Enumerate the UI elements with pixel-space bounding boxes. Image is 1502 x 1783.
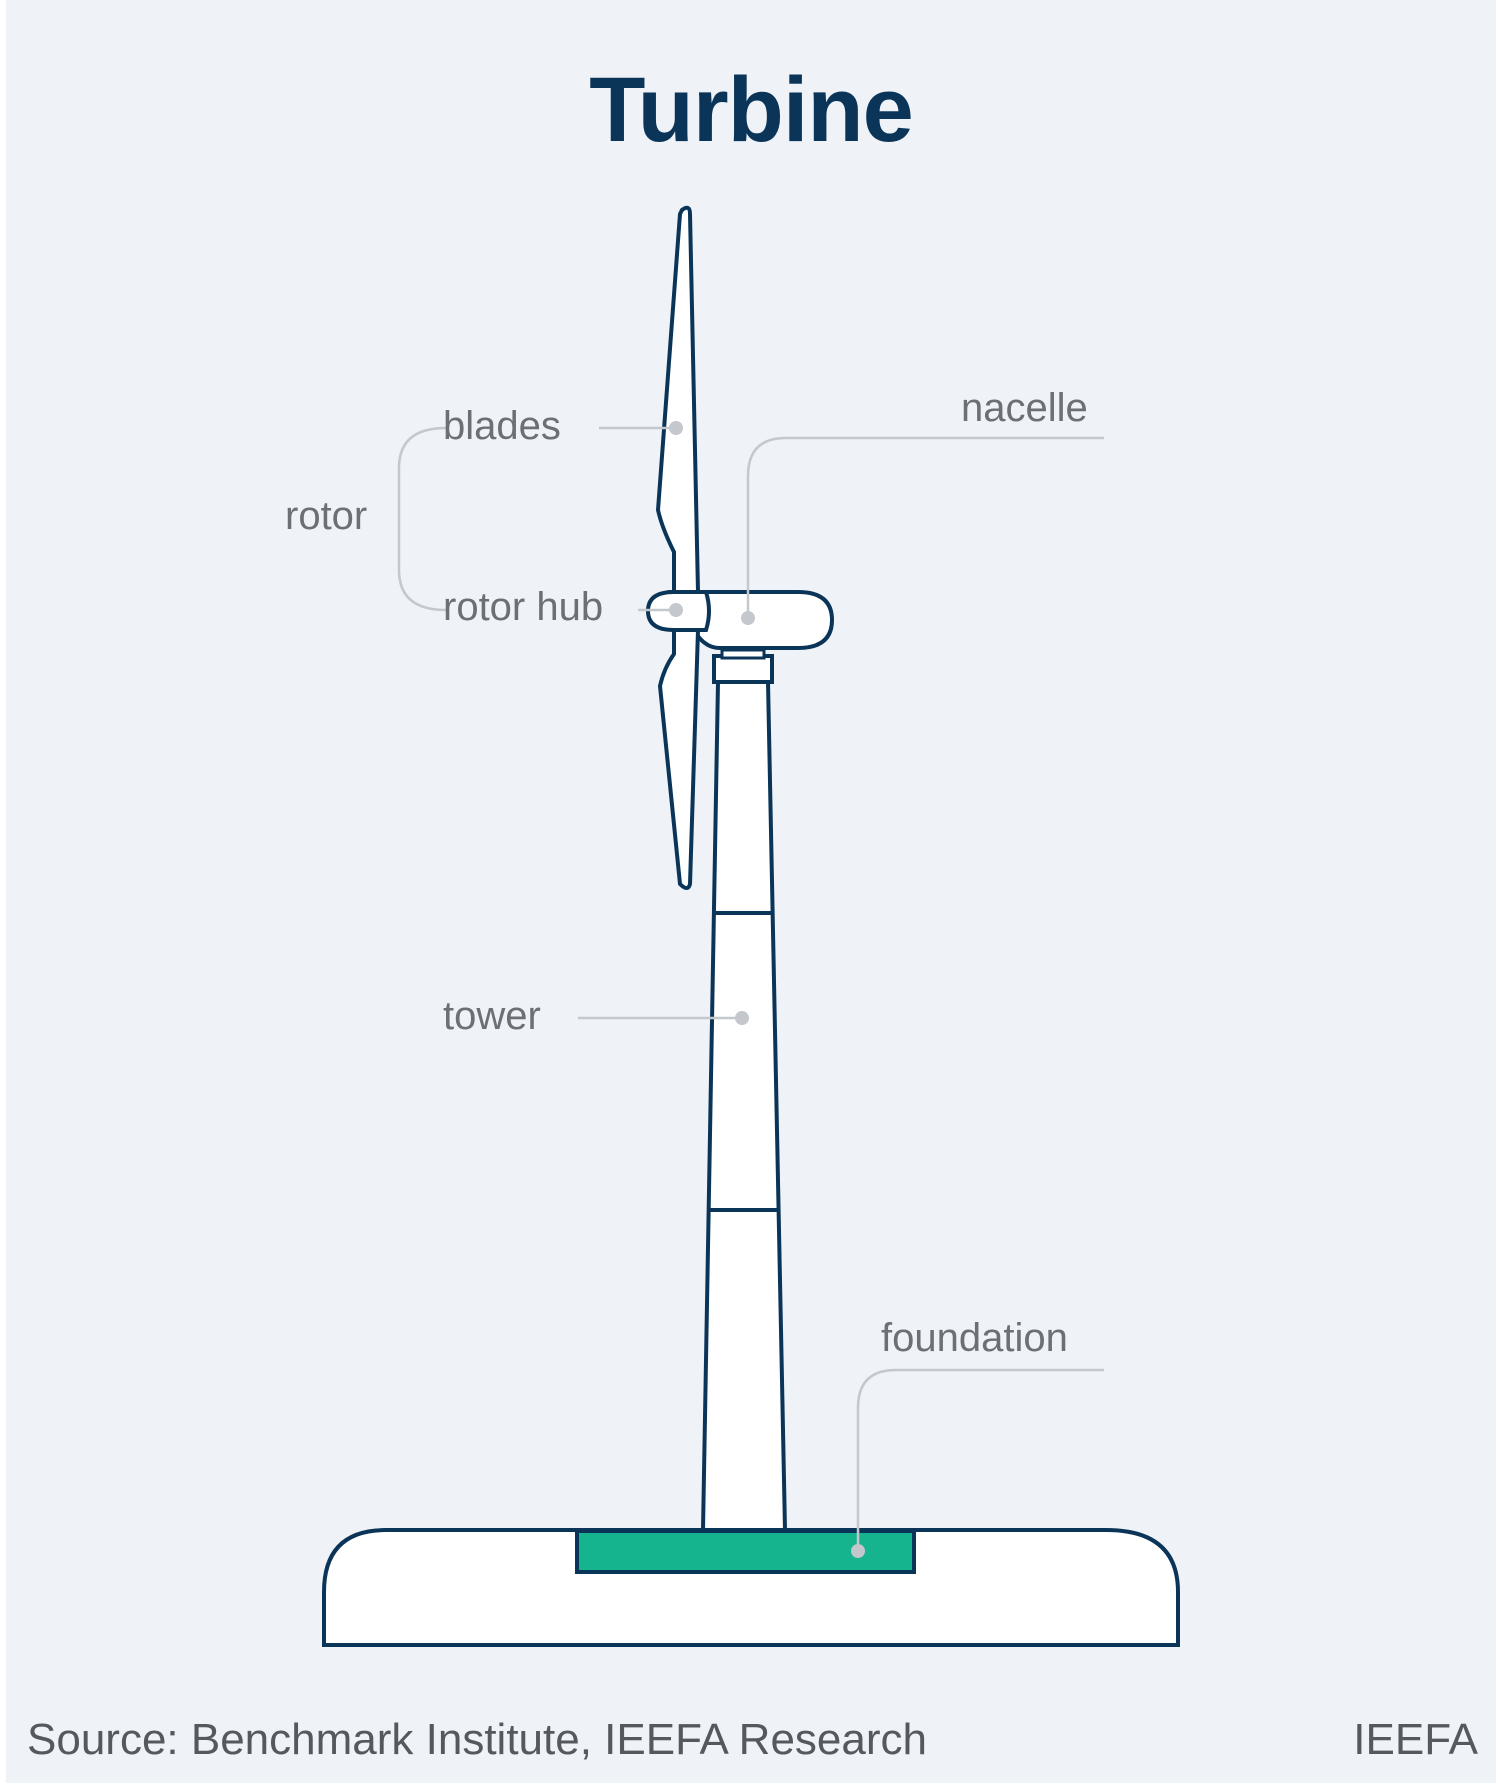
rotor-label: rotor xyxy=(285,494,368,538)
diagram-canvas: Turbine xyxy=(6,0,1496,1783)
diagram-title: Turbine xyxy=(589,59,914,161)
blades-anchor-dot xyxy=(669,421,683,435)
rotor-bracket xyxy=(397,426,447,612)
foundation-label: foundation xyxy=(881,1316,1068,1360)
nacelle-leader-line xyxy=(746,436,1104,618)
foundation-anchor-dot xyxy=(851,1544,865,1558)
rotor-hub-label: rotor hub xyxy=(443,585,604,629)
brand-logo-text: IEEFA xyxy=(1353,1715,1478,1764)
yaw-bearing xyxy=(712,654,774,684)
rotor-hub-anchor-dot xyxy=(669,603,683,617)
tower xyxy=(700,680,788,1532)
foundation-leader-line xyxy=(856,1368,1104,1551)
tower-label: tower xyxy=(443,994,541,1038)
ground-base xyxy=(322,1528,1180,1647)
nacelle-label: nacelle xyxy=(961,386,1088,430)
nacelle-anchor-dot xyxy=(741,611,755,625)
turbine-illustration xyxy=(322,205,1180,1647)
yaw-ring xyxy=(720,648,766,660)
source-note: Source: Benchmark Institute, IEEFA Resea… xyxy=(27,1715,927,1764)
upper-blade xyxy=(655,205,701,594)
tower-anchor-dot xyxy=(735,1011,749,1025)
lower-blade xyxy=(657,628,701,890)
blades-label: blades xyxy=(443,404,561,448)
